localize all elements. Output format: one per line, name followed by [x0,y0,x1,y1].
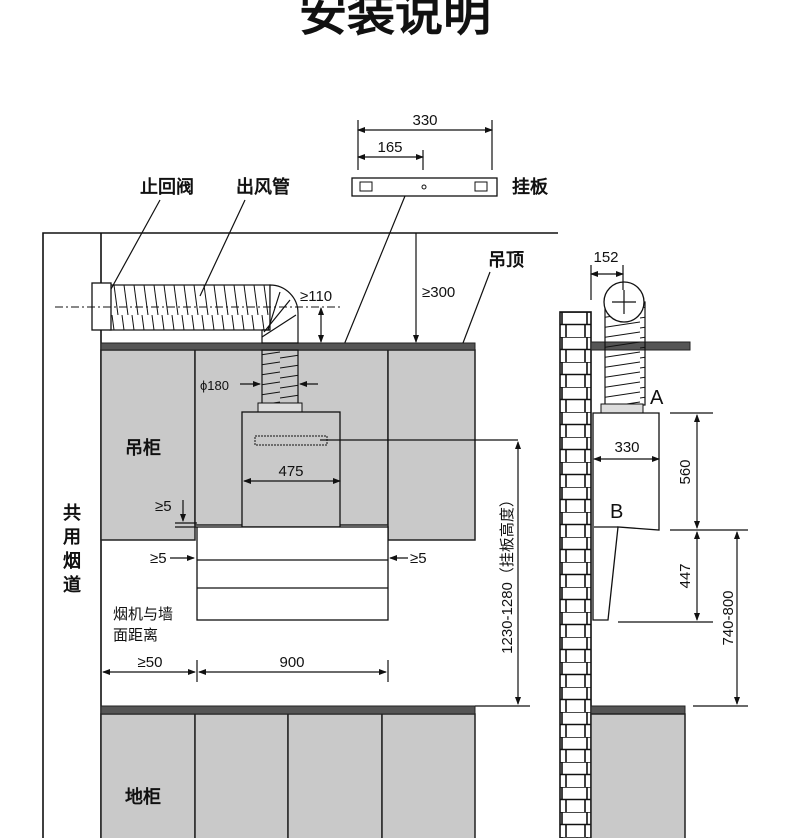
side-duct-offset-label: 152 [593,249,618,266]
base-cabinets [100,713,476,838]
hanging-plate [351,177,498,197]
ceiling-bar [100,342,476,351]
gap-right-label: ≥5 [410,550,427,567]
gap-top-label: ≥5 [155,498,172,515]
ceiling-label: 吊顶 [488,250,524,270]
shared-flue-label: 共用烟道 [61,503,81,599]
wall-cabinet-label: 吊柜 [125,437,161,458]
countertop [100,705,476,715]
side-upper-height-label: 560 [677,459,694,484]
side-base-cabinet [590,713,686,838]
page-title: 安装说明 [299,0,491,41]
base-cabinet-label: 地柜 [125,786,161,807]
hood-wall-distance-label-2: 面距离 [113,627,158,644]
plate-half-label: 165 [377,139,402,156]
duct-clearance-label: ≥110 [300,288,332,305]
wall-gap-label: ≥50 [138,654,163,671]
plate-dimension: 330 165 [357,112,493,170]
range-hood-front [196,411,389,621]
plate-height-label: 1230-1280（挂板高度） [498,492,516,654]
point-b-label: B [610,501,623,523]
hood-wall-distance-label-1: 烟机与墙 [113,606,173,623]
side-countertop [590,705,686,715]
point-a-label: A [650,387,664,409]
side-install-height-label: 740-800 [720,590,737,645]
plate-width-label: 330 [412,112,437,129]
check-valve-label: 止回阀 [140,176,194,197]
hanging-plate-label: 挂板 [512,176,549,197]
side-hood [592,412,660,621]
gap-left-label: ≥5 [150,550,167,567]
side-duct [600,281,646,414]
ceiling-clearance-label: ≥300 [422,284,455,301]
duct-diameter-label: ϕ180 [200,378,229,393]
exhaust-pipe-label: 出风管 [236,176,290,197]
hood-width-label: 900 [279,654,304,671]
side-depth-label: 330 [614,439,639,456]
brick-wall [559,311,592,838]
hood-top-width-label: 475 [278,463,303,480]
side-lower-height-label: 447 [677,563,694,588]
